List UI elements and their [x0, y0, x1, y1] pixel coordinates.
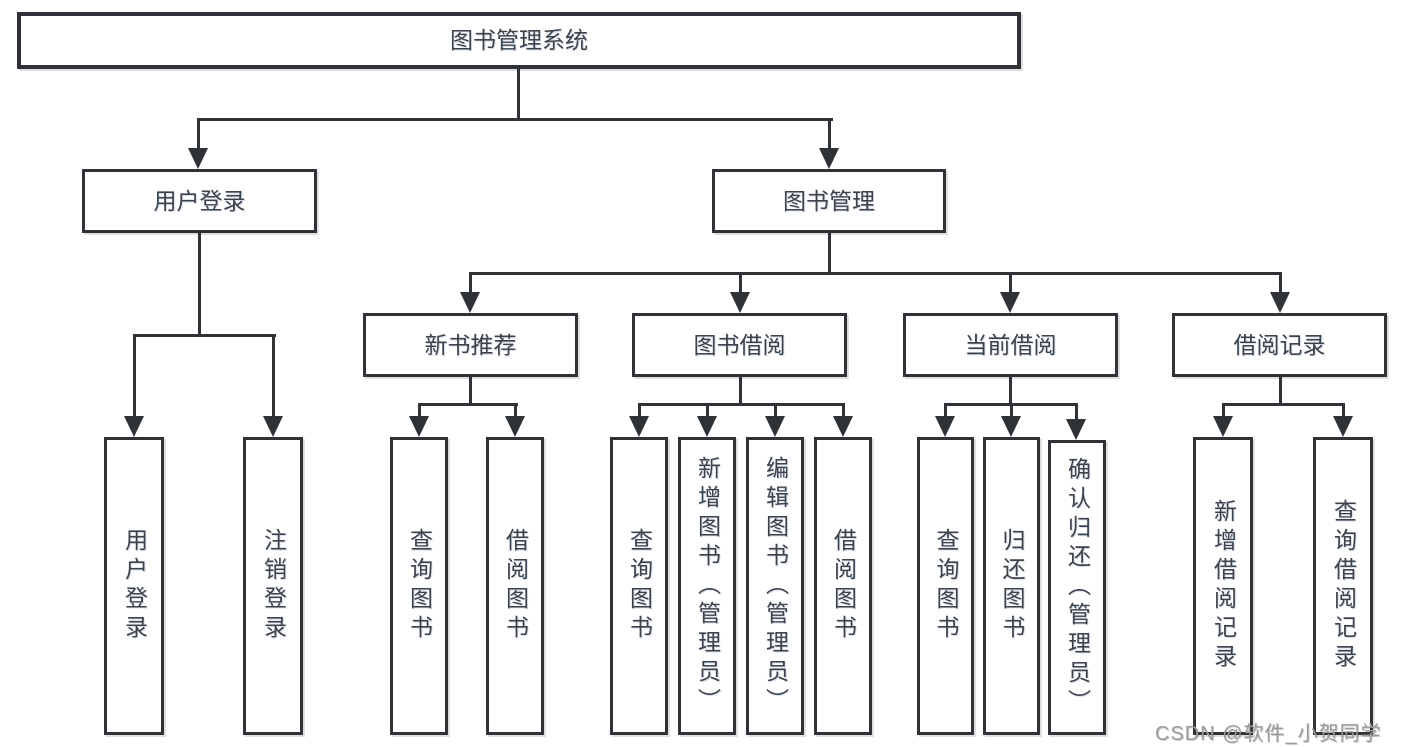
- node-new-books-label: 新书推荐: [424, 331, 517, 358]
- connector-borrow-records-vertical: [1279, 375, 1282, 406]
- arrow-down-icon: [1213, 416, 1233, 437]
- connector-stem-leaf: [1342, 403, 1345, 419]
- leaf-borrow-books-1: 借阅图书: [486, 437, 544, 735]
- node-new-books: 新书推荐: [363, 313, 578, 377]
- connector-stem-borrow-records: [1279, 272, 1282, 295]
- leaf-add-borrow-record: 新增借阅记录: [1193, 437, 1253, 735]
- leaf-borrow-books-2: 借阅图书: [814, 437, 872, 735]
- leaf-query-books-1: 查询图书: [390, 437, 448, 735]
- connector-stem-user-login: [197, 118, 200, 150]
- leaf-query-borrow-record-label: 查询借阅记录: [1330, 499, 1357, 673]
- node-borrow-records: 借阅记录: [1172, 313, 1387, 377]
- connector-book-borrow-horizontal: [638, 403, 845, 406]
- arrow-down-icon: [1000, 292, 1020, 313]
- leaf-query-books-label: 查询图书: [626, 528, 653, 644]
- node-user-login-label: 用户登录: [153, 187, 246, 214]
- arrow-down-icon: [124, 416, 144, 437]
- arrow-down-icon: [765, 416, 785, 437]
- leaf-query-books-2: 查询图书: [610, 437, 668, 735]
- leaf-borrow-books-label: 借阅图书: [502, 528, 529, 644]
- leaf-query-books-label: 查询图书: [406, 528, 433, 644]
- node-borrow-records-label: 借阅记录: [1233, 331, 1326, 358]
- connector-root-horizontal: [197, 118, 833, 121]
- leaf-confirm-return-admin: 确认归还（管理员）: [1048, 440, 1106, 735]
- connector-stem-leaf: [418, 403, 421, 419]
- leaf-query-borrow-record: 查询借阅记录: [1313, 437, 1373, 735]
- arrow-down-icon: [1333, 416, 1353, 437]
- connector-stem-leaf: [133, 334, 136, 419]
- leaf-return-books-label: 归还图书: [999, 528, 1025, 644]
- connector-stem-book-borrow: [739, 272, 742, 295]
- leaf-add-book-admin-label: 新增图书（管理员）: [694, 455, 721, 717]
- arrow-down-icon: [263, 416, 283, 437]
- node-book-borrow-label: 图书借阅: [693, 331, 786, 358]
- leaf-user-login: 用户登录: [104, 437, 164, 735]
- connector-current-borrow-vertical: [1009, 375, 1012, 406]
- arrow-down-icon: [819, 148, 839, 169]
- leaf-edit-book-admin-label: 编辑图书（管理员）: [762, 455, 789, 717]
- arrow-down-icon: [697, 416, 717, 437]
- leaf-add-borrow-record-label: 新增借阅记录: [1210, 499, 1237, 673]
- connector-user-login-vertical: [198, 231, 201, 337]
- node-root: 图书管理系统: [17, 12, 1021, 69]
- arrow-down-icon: [1066, 419, 1086, 440]
- leaf-logout-label: 注销登录: [260, 528, 287, 644]
- arrow-down-icon: [505, 416, 525, 437]
- connector-stem-leaf: [1075, 403, 1078, 419]
- connector-stem-book-mgmt: [828, 118, 831, 150]
- connector-stem-leaf: [774, 403, 777, 419]
- connector-stem-leaf: [1010, 403, 1013, 419]
- connector-user-login-horizontal: [133, 334, 276, 337]
- connector-borrow-records-horizontal: [1222, 403, 1344, 406]
- watermark: CSDN @软件_小贺同学: [1155, 723, 1382, 745]
- connector-stem-leaf: [944, 403, 947, 419]
- arrow-down-icon: [188, 148, 208, 169]
- node-user-login: 用户登录: [82, 169, 317, 233]
- leaf-user-login-label: 用户登录: [121, 528, 148, 644]
- connector-book-mgmt-horizontal: [469, 272, 1282, 275]
- arrow-down-icon: [935, 416, 955, 437]
- connector-new-books-vertical: [469, 375, 472, 406]
- connector-stem-leaf: [514, 403, 517, 419]
- connector-stem-leaf: [1222, 403, 1225, 419]
- leaf-logout: 注销登录: [243, 437, 303, 735]
- node-current-borrow: 当前借阅: [903, 313, 1118, 377]
- arrow-down-icon: [1270, 292, 1290, 313]
- node-root-label: 图书管理系统: [450, 27, 588, 53]
- connector-stem-leaf: [272, 334, 275, 419]
- connector-new-books-horizontal: [418, 403, 518, 406]
- arrow-down-icon: [833, 416, 853, 437]
- leaf-return-books: 归还图书: [983, 437, 1040, 735]
- connector-book-borrow-vertical: [739, 375, 742, 406]
- connector-stem-leaf: [706, 403, 709, 419]
- leaf-confirm-return-admin-label: 确认归还（管理员）: [1064, 457, 1091, 718]
- arrow-down-icon: [460, 292, 480, 313]
- arrow-down-icon: [409, 416, 429, 437]
- leaf-edit-book-admin: 编辑图书（管理员）: [746, 437, 804, 735]
- node-book-mgmt: 图书管理: [712, 169, 946, 233]
- connector-book-mgmt-vertical: [828, 231, 831, 275]
- leaf-query-books-label: 查询图书: [933, 528, 959, 644]
- arrow-down-icon: [629, 416, 649, 437]
- arrow-down-icon: [1001, 416, 1021, 437]
- connector-stem-leaf: [638, 403, 641, 419]
- leaf-add-book-admin: 新增图书（管理员）: [678, 437, 736, 735]
- connector-stem-new-books: [469, 272, 472, 295]
- connector-root-vertical: [517, 66, 520, 121]
- arrow-down-icon: [730, 292, 750, 313]
- connector-stem-current-borrow: [1009, 272, 1012, 295]
- node-book-borrow: 图书借阅: [632, 313, 847, 377]
- node-book-mgmt-label: 图书管理: [783, 187, 875, 214]
- leaf-borrow-books-label: 借阅图书: [830, 528, 857, 644]
- connector-stem-leaf: [842, 403, 845, 419]
- node-current-borrow-label: 当前借阅: [964, 331, 1057, 358]
- leaf-query-books-3: 查询图书: [917, 437, 974, 735]
